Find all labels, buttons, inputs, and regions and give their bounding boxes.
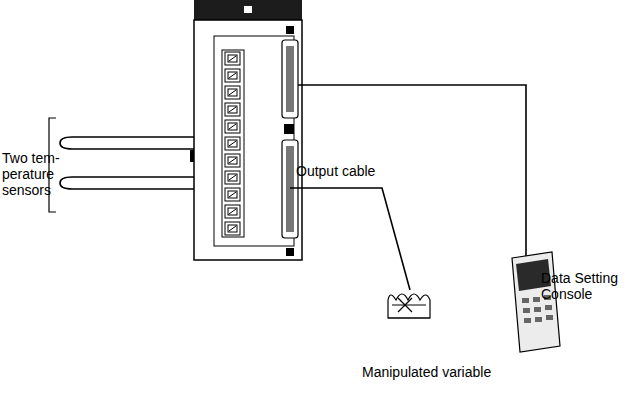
unit-module xyxy=(190,0,302,260)
data-setting-console xyxy=(512,252,560,352)
heater-symbol xyxy=(388,294,430,318)
output-label: Manipulated variable xyxy=(362,364,532,380)
console-label: Data Setting Console xyxy=(541,270,621,302)
output-cable xyxy=(290,188,410,290)
cable-label: Output cable xyxy=(296,163,406,179)
sensor-label: Two tem- perature sensors xyxy=(2,150,66,198)
